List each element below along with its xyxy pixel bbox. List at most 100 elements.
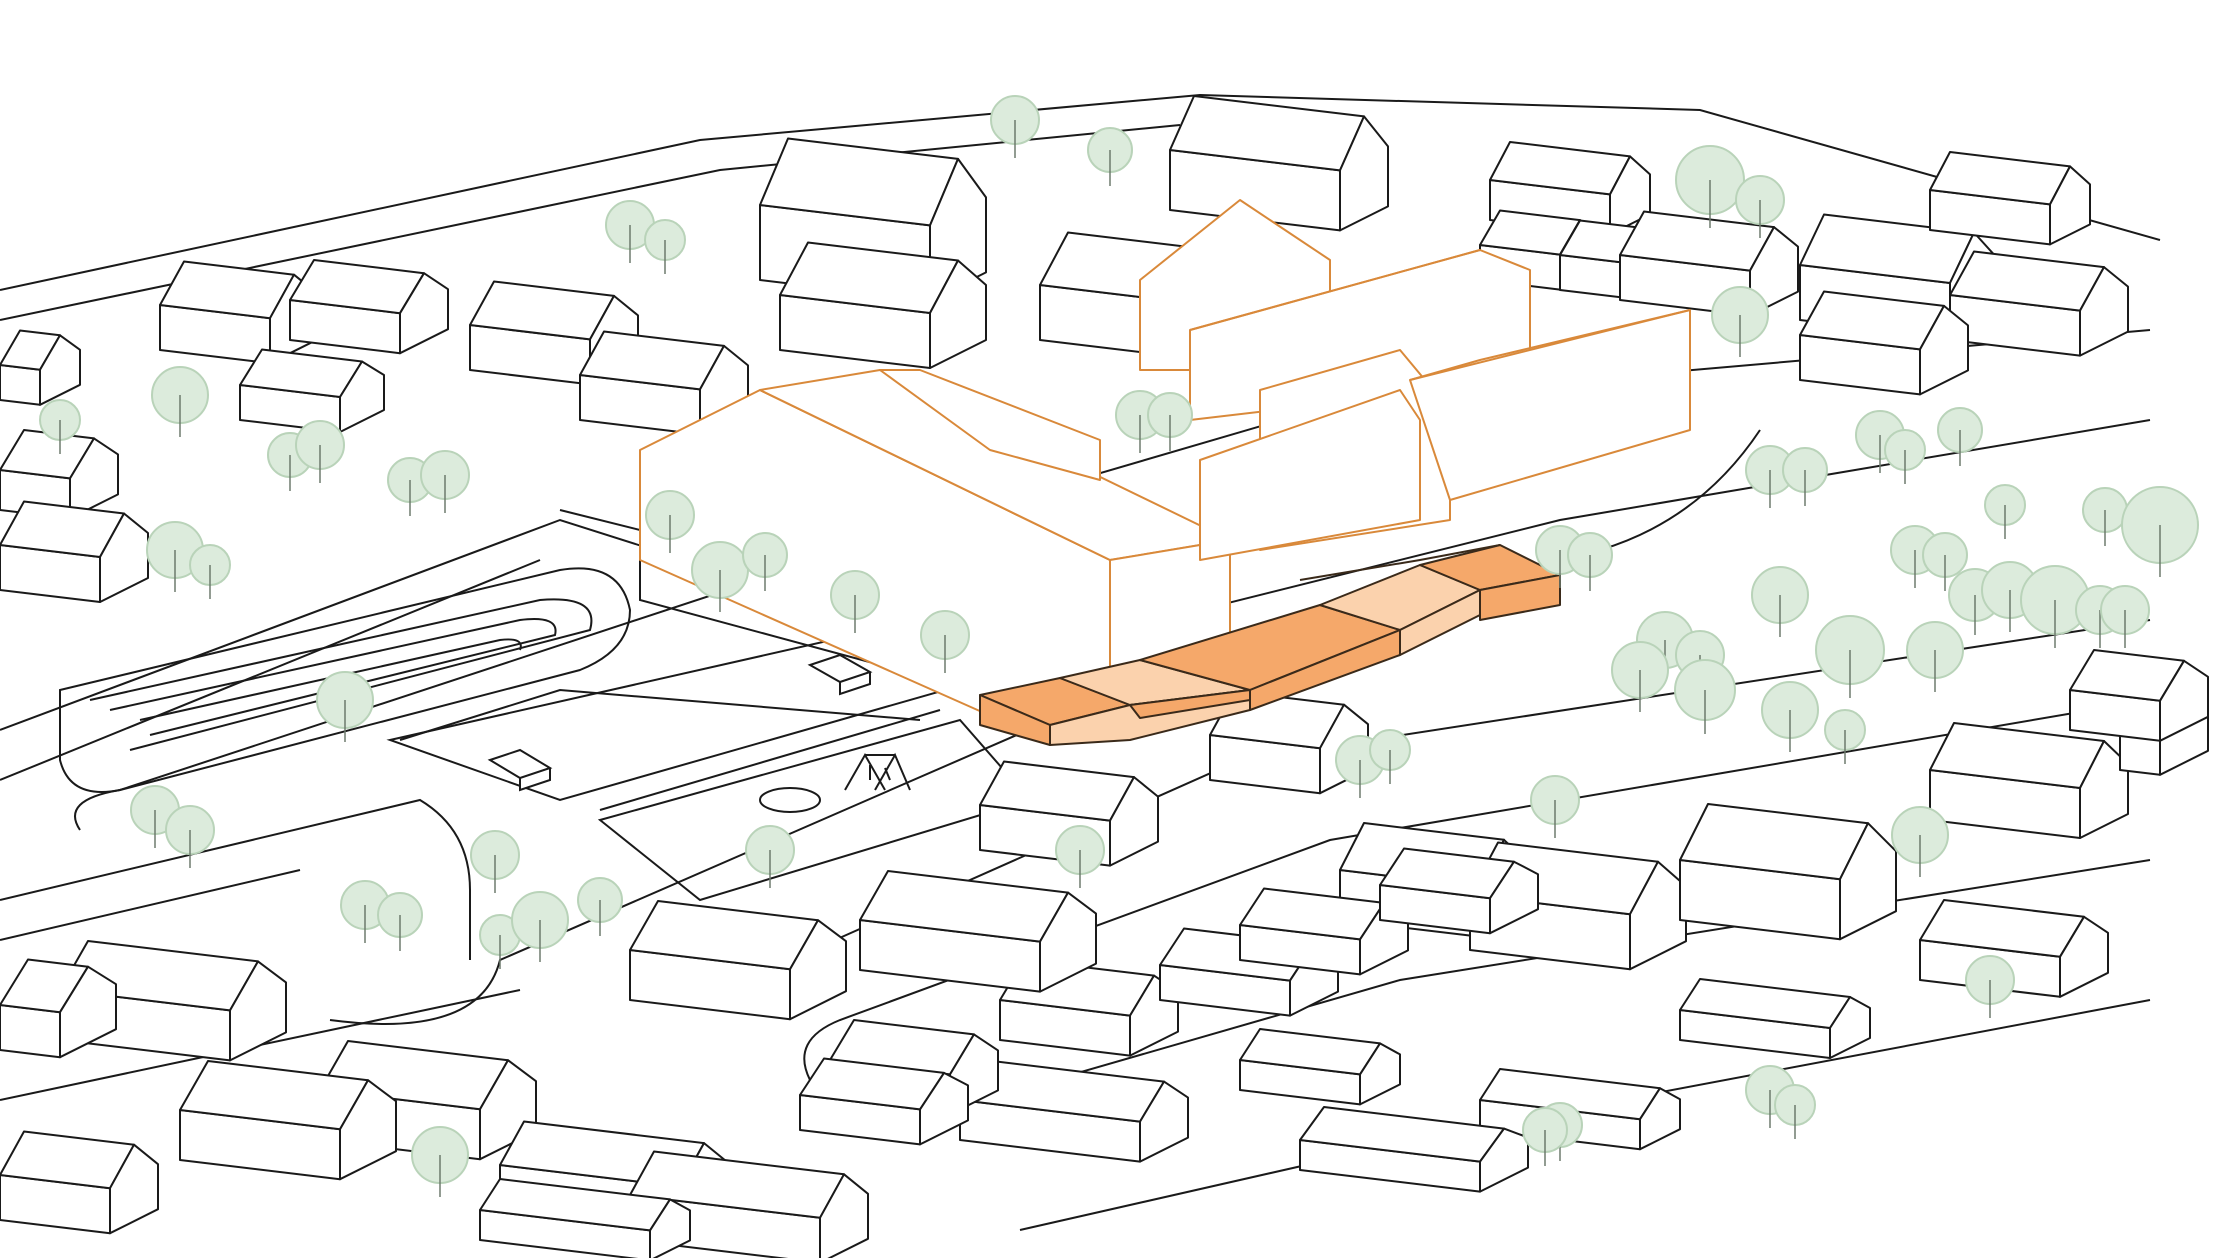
tree-icon bbox=[990, 95, 1040, 158]
trees bbox=[39, 95, 2199, 1197]
road-west-1 bbox=[0, 869, 301, 941]
tree-icon bbox=[411, 1126, 469, 1197]
house-icon bbox=[1679, 978, 1871, 1059]
tree-icon bbox=[316, 671, 374, 742]
tree-icon bbox=[2082, 487, 2128, 546]
house-front-wall bbox=[0, 364, 41, 406]
house-icon bbox=[289, 259, 449, 355]
tree-icon bbox=[1751, 566, 1809, 637]
tree-icon bbox=[1782, 447, 1828, 506]
house-icon bbox=[1679, 803, 1897, 941]
tree-icon bbox=[511, 891, 569, 962]
road-north-edge bbox=[0, 93, 2161, 291]
track-lane-2 bbox=[109, 618, 557, 736]
tree-icon bbox=[644, 219, 686, 274]
house-gable-wall bbox=[1639, 1087, 1681, 1151]
tree-icon bbox=[645, 490, 695, 553]
tree-icon bbox=[420, 450, 470, 513]
tree-icon bbox=[1965, 955, 2015, 1018]
house-gable-wall bbox=[339, 1079, 397, 1181]
new-building-roof-edge bbox=[1299, 544, 1501, 581]
house-icon bbox=[799, 1057, 969, 1146]
house-gable-wall bbox=[919, 1071, 969, 1146]
playground-circle bbox=[759, 787, 821, 813]
tree-icon bbox=[151, 366, 209, 437]
tree-icon bbox=[2121, 486, 2199, 577]
house-icon bbox=[859, 870, 1097, 993]
track-lane-3 bbox=[139, 638, 522, 721]
house-gable-wall bbox=[789, 919, 847, 1021]
new-building-front-east bbox=[1479, 574, 1561, 621]
house-gable-wall bbox=[399, 272, 449, 355]
existing-buildings bbox=[0, 95, 2209, 1258]
road-south-2 bbox=[0, 798, 471, 960]
road-court-3 bbox=[399, 688, 921, 741]
tree-icon bbox=[1774, 1084, 1816, 1139]
house-gable-wall bbox=[109, 1143, 159, 1235]
road-south-6 bbox=[329, 689, 1121, 1025]
house-icon bbox=[1299, 1106, 1529, 1193]
school-block-east bbox=[1409, 309, 1691, 501]
house-gable-wall bbox=[649, 1198, 691, 1258]
bench-2 bbox=[807, 653, 873, 696]
house-icon bbox=[1169, 95, 1389, 232]
track-lane-1 bbox=[89, 598, 593, 751]
road-south-4 bbox=[803, 699, 2151, 1081]
school-complex-outline bbox=[639, 199, 1691, 721]
house-icon bbox=[0, 1130, 159, 1235]
new-building-proposal bbox=[979, 544, 1561, 746]
tree-icon bbox=[1824, 709, 1866, 764]
house-icon bbox=[1239, 887, 1409, 976]
tree-icon bbox=[1735, 175, 1785, 238]
house-icon bbox=[2069, 649, 2209, 742]
tree-icon bbox=[189, 544, 231, 599]
house-icon bbox=[1239, 1028, 1401, 1106]
school-block-south bbox=[1199, 389, 1421, 561]
school-gym-roof bbox=[879, 369, 1101, 481]
tree-icon bbox=[2100, 585, 2150, 648]
house-gable-wall bbox=[929, 259, 987, 369]
house-icon bbox=[1799, 290, 1969, 396]
tree-icon bbox=[1761, 681, 1819, 752]
tree-icon bbox=[1522, 1107, 1568, 1166]
house-gable-wall bbox=[2049, 165, 2091, 246]
house-gable-wall bbox=[2079, 740, 2129, 839]
house-icon bbox=[1929, 151, 2091, 246]
tree-icon bbox=[1147, 392, 1193, 451]
swing-icon bbox=[844, 752, 911, 791]
house-icon bbox=[0, 329, 81, 406]
house-icon bbox=[1929, 722, 2129, 839]
house-icon bbox=[1949, 250, 2129, 357]
house-icon bbox=[239, 348, 385, 433]
house-gable-wall bbox=[39, 334, 81, 406]
tree-icon bbox=[377, 892, 423, 951]
house-gable-wall bbox=[1139, 1080, 1189, 1163]
tree-icon bbox=[1674, 659, 1736, 734]
track-outer bbox=[59, 567, 632, 793]
tree-icon bbox=[295, 420, 345, 483]
tree-icon bbox=[745, 825, 795, 888]
tree-icon bbox=[1055, 825, 1105, 888]
house-icon bbox=[179, 1060, 397, 1181]
road-court-2 bbox=[599, 709, 941, 811]
tree-icon bbox=[165, 805, 215, 868]
house-icon bbox=[0, 429, 119, 520]
tree-icon bbox=[1891, 806, 1949, 877]
tree-icon bbox=[1567, 532, 1613, 591]
tree-icon bbox=[1884, 429, 1926, 484]
house-gable-wall bbox=[1339, 115, 1389, 232]
house-gable-wall bbox=[1489, 860, 1539, 935]
road-south-1 bbox=[74, 329, 2151, 831]
tree-icon bbox=[830, 570, 880, 633]
house-icon bbox=[479, 1178, 691, 1258]
tree-icon bbox=[920, 610, 970, 673]
tree-icon bbox=[1530, 775, 1580, 838]
tree-icon bbox=[1815, 615, 1885, 698]
road-curve-east bbox=[1599, 429, 1761, 551]
tree-icon bbox=[39, 399, 81, 454]
bench-1 bbox=[487, 748, 553, 792]
house-gable-wall bbox=[2079, 266, 2129, 357]
house-gable-wall bbox=[1919, 304, 1969, 396]
house-icon bbox=[629, 900, 847, 1021]
